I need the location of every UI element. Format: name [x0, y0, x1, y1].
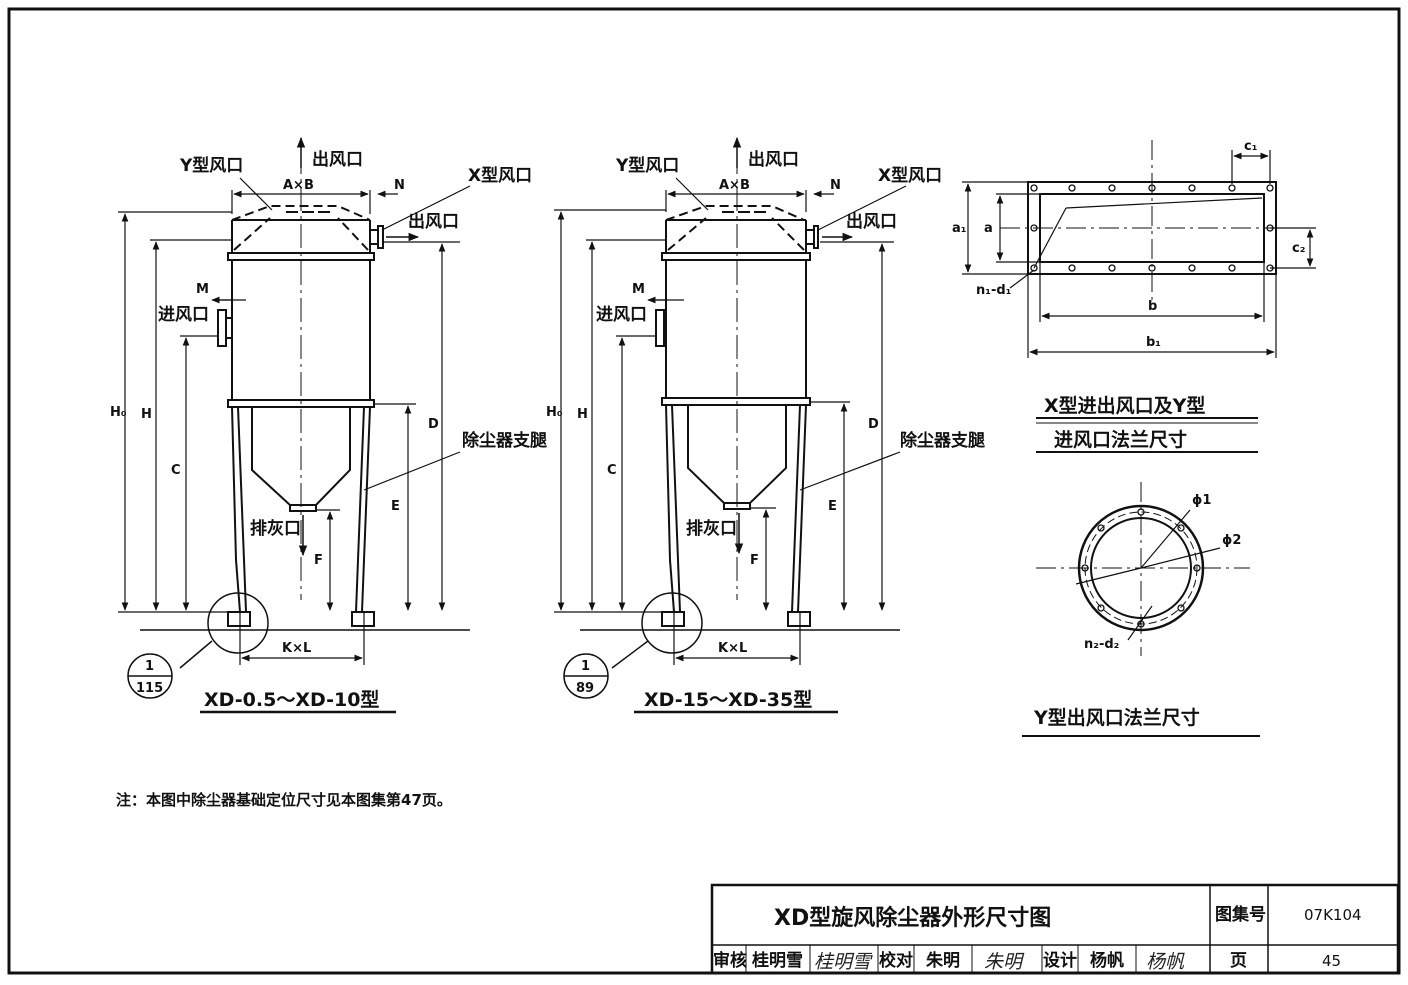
dim-b1: b₁	[1146, 335, 1161, 350]
review-name: 桂明雪	[751, 950, 803, 971]
view-small-labels: Y型风口 X型风口 出风口 出风口 进风口 排灰口 除尘器支腿 A×B N M …	[110, 149, 547, 711]
dim-h: H	[577, 407, 588, 422]
design-label: 设计	[1043, 950, 1077, 971]
dim-e: E	[828, 499, 837, 514]
atlas-number: 07K104	[1304, 906, 1362, 924]
inlet-label: 进风口	[158, 305, 209, 325]
design-signature: 杨帆	[1146, 951, 1185, 973]
ash-outlet-label: 排灰口	[686, 518, 737, 539]
footnote: 注：本图中除尘器基础定位尺寸见本图集第47页。	[116, 791, 452, 809]
dim-m: M	[632, 282, 645, 297]
dim-n1d1: n₁-d₁	[976, 283, 1011, 298]
dim-h0: H₀	[546, 405, 563, 420]
dim-h0: H₀	[110, 405, 127, 420]
dim-b: b	[1148, 299, 1157, 314]
ref-top: 1	[145, 659, 154, 674]
ref-top: 1	[581, 659, 590, 674]
dim-n2d2: n₂-d₂	[1084, 637, 1119, 652]
dim-m: M	[196, 282, 209, 297]
view-large-labels: Y型风口 X型风口 出风口 出风口 进风口 排灰口 除尘器支腿 A×B N M …	[546, 149, 985, 711]
rect-flange-title-2: 进风口法兰尺寸	[1054, 428, 1187, 451]
subtitle-large: XD-15～XD-35型	[644, 688, 812, 711]
dim-c2: c₂	[1292, 241, 1305, 256]
sheet-border	[7, 7, 1401, 975]
dim-phi1: ϕ1	[1192, 493, 1211, 508]
dim-ab: A×B	[283, 178, 314, 193]
ash-outlet-label: 排灰口	[250, 518, 301, 539]
y-port-label: Y型风口	[615, 155, 679, 176]
outlet-label-top: 出风口	[312, 149, 363, 170]
subtitle-small: XD-0.5～XD-10型	[204, 688, 379, 711]
drawing-title: XD型旋风除尘器外形尺寸图	[774, 905, 1051, 931]
dim-f: F	[314, 553, 323, 568]
dim-c1: c₁	[1244, 139, 1257, 154]
dim-d: D	[428, 417, 439, 432]
x-port-label: X型风口	[878, 165, 942, 186]
view-large	[554, 136, 907, 714]
rect-flange-drawing	[962, 140, 1316, 453]
dim-phi2: ϕ2	[1222, 533, 1241, 548]
inlet-label: 进风口	[596, 305, 647, 325]
rect-flange-title-1: X型进出风口及Y型	[1044, 394, 1205, 417]
check-label: 校对	[879, 950, 913, 971]
title-block-text: XD型旋风除尘器外形尺寸图 图集号 07K104 审核 桂明雪 桂明雪 校对 朱…	[713, 904, 1362, 973]
title-block	[710, 883, 1400, 975]
dim-a1: a₁	[952, 221, 966, 236]
check-name: 朱明	[926, 950, 960, 971]
outlet-label-top: 出风口	[748, 149, 799, 170]
view-small	[118, 136, 471, 714]
dim-h: H	[141, 407, 152, 422]
ref-bottom: 115	[136, 681, 163, 696]
dim-e: E	[391, 499, 400, 514]
check-signature: 朱明	[984, 951, 1025, 973]
ref-bottom: 89	[576, 681, 594, 696]
dim-n: N	[394, 178, 405, 193]
round-flange-drawing	[1022, 482, 1260, 737]
review-signature: 桂明雪	[814, 951, 873, 973]
outlet-label-side: 出风口	[846, 211, 897, 232]
rect-flange-labels: a₁ a b b₁ c₁ c₂ n₁-d₁ X型进出风口及Y型 进风口法兰尺寸	[952, 139, 1305, 451]
design-name: 杨帆	[1090, 950, 1124, 971]
review-label: 审核	[713, 950, 747, 971]
outlet-label-side: 出风口	[408, 211, 459, 232]
dim-a: a	[984, 221, 993, 236]
dim-c: C	[171, 463, 181, 478]
page-label: 页	[1230, 951, 1247, 971]
legs-label: 除尘器支腿	[900, 430, 985, 451]
page-number: 45	[1322, 952, 1341, 970]
dim-d: D	[868, 417, 879, 432]
dim-ab: A×B	[719, 178, 750, 193]
round-flange-labels: ϕ1 ϕ2 n₂-d₂ Y型出风口法兰尺寸	[1033, 493, 1241, 729]
dim-kl: K×L	[718, 641, 747, 656]
legs-label: 除尘器支腿	[462, 430, 547, 451]
dim-c: C	[607, 463, 617, 478]
dim-n: N	[830, 178, 841, 193]
atlas-label: 图集号	[1215, 904, 1266, 925]
dim-f: F	[750, 553, 759, 568]
y-port-label: Y型风口	[179, 155, 243, 176]
x-port-label: X型风口	[468, 165, 532, 186]
round-flange-title: Y型出风口法兰尺寸	[1033, 706, 1200, 729]
dim-kl: K×L	[282, 641, 311, 656]
